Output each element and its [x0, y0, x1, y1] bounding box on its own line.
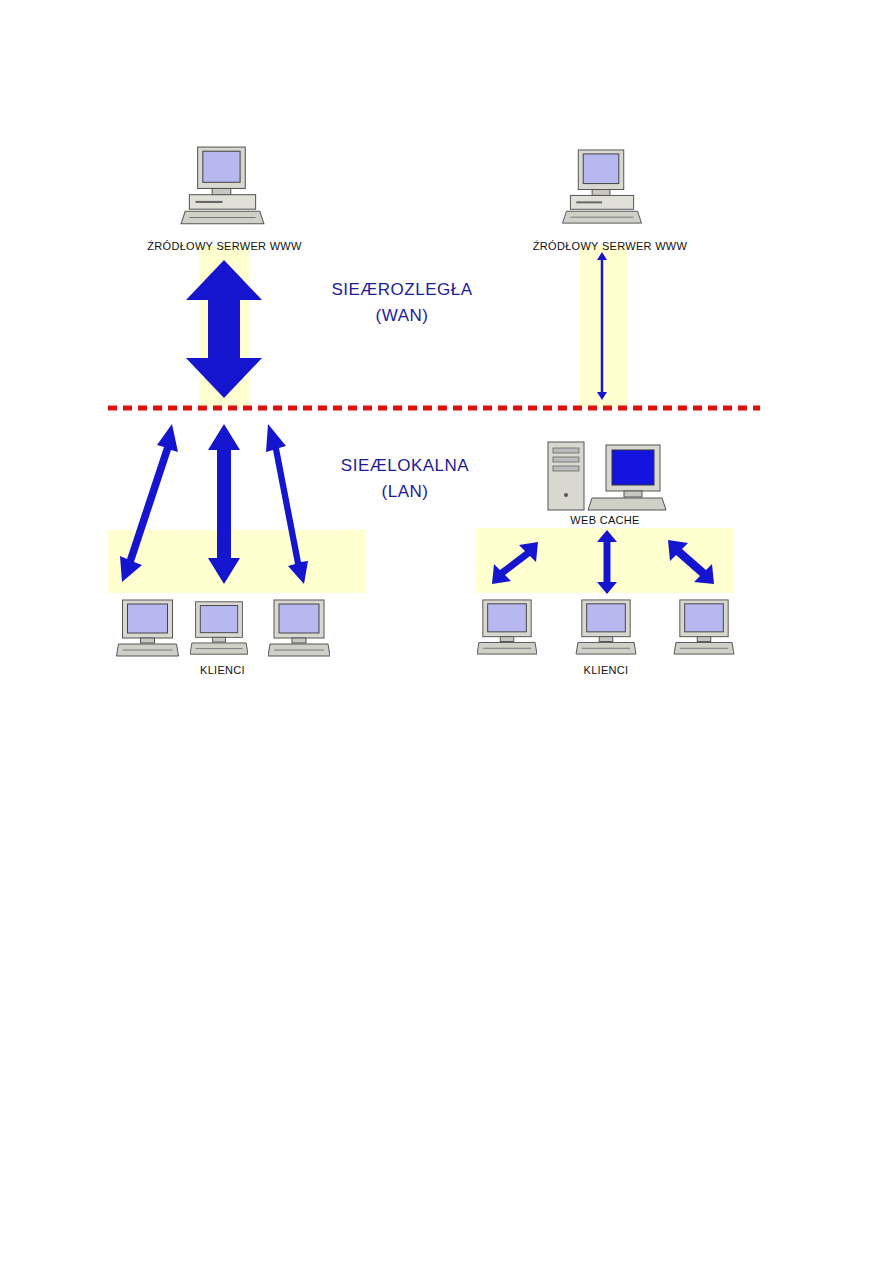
network-zone-label: (WAN)	[376, 306, 429, 326]
arrow-head	[597, 392, 607, 400]
network-device-node: WEB CACHE	[536, 438, 674, 526]
network-zone-label: SIEÆROZLEGŁA	[331, 280, 472, 300]
arrow-head	[597, 582, 617, 594]
arrow-head	[597, 530, 617, 542]
network-device-node: ŹRÓDŁOWY SERWER WWW	[108, 140, 341, 252]
device-label: ŹRÓDŁOWY SERWER WWW	[108, 240, 341, 252]
arrow-shaft	[601, 258, 604, 393]
network-device-node: ŹRÓDŁOWY SERWER WWW	[496, 140, 724, 252]
network-device-node: KLIENCI	[466, 596, 746, 676]
network-zone-label: SIEÆLOKALNA	[341, 456, 469, 476]
arrow-head	[597, 252, 607, 260]
device-label: ŹRÓDŁOWY SERWER WWW	[496, 240, 724, 252]
arrow-shaft	[604, 540, 611, 585]
device-label: WEB CACHE	[536, 514, 674, 526]
data-flow-arrow	[597, 252, 607, 400]
device-label: KLIENCI	[101, 664, 344, 676]
data-flow-arrow	[597, 530, 617, 594]
network-zone-label: (LAN)	[382, 482, 429, 502]
device-label: KLIENCI	[466, 664, 746, 676]
network-device-node: KLIENCI	[101, 596, 344, 676]
